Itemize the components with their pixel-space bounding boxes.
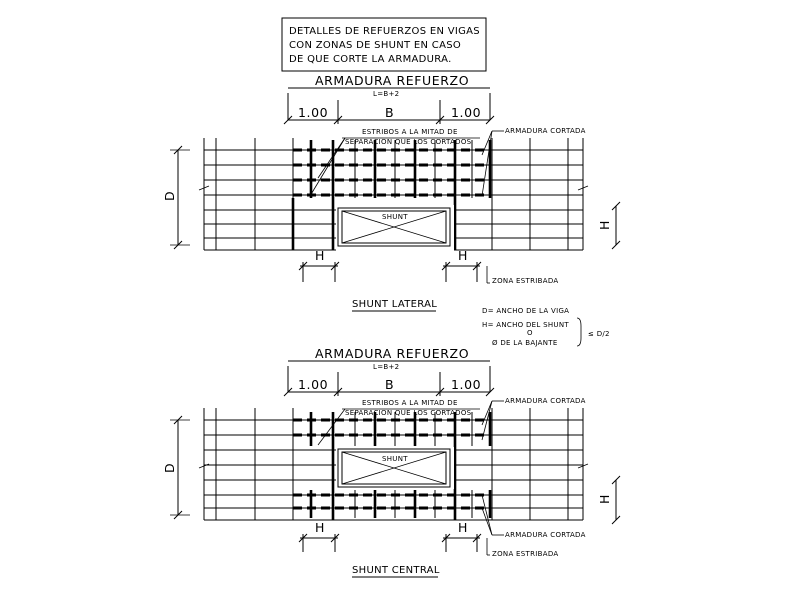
- beam-lateral: [198, 138, 589, 251]
- stirrup-zone-label-left: H: [315, 248, 325, 263]
- reinforcement-title: ARMADURA REFUERZO: [315, 73, 469, 88]
- stirrup-zone-note: ZONA ESTRIBADA: [492, 550, 558, 558]
- cut-leader-bottom: [481, 507, 493, 536]
- detail-title: SHUNT LATERAL: [352, 299, 437, 310]
- stirrup-zone-label-right: H: [458, 248, 468, 263]
- detail-title: SHUNT CENTRAL: [352, 565, 440, 576]
- stirrup-note-line-2: SEPARACION QUE LOS CORTADOS: [345, 138, 472, 146]
- right-length-label: 1.00: [451, 377, 481, 392]
- depth-label: D: [162, 191, 177, 201]
- legend-h-definition-2: Ø DE LA BAJANTE: [492, 339, 558, 347]
- length-formula: L=B+2: [373, 363, 399, 371]
- shunt-height-label: H: [597, 220, 612, 230]
- depth-dimension: [170, 145, 190, 250]
- note-line-3: DE QUE CORTE LA ARMADURA.: [289, 54, 452, 65]
- note-line-1: DETALLES DE REFUERZOS EN VIGAS: [289, 26, 480, 37]
- note-line-2: CON ZONAS DE SHUNT EN CASO: [289, 40, 461, 51]
- right-length-label: 1.00: [451, 105, 481, 120]
- cut-reinforcement-note-top: ARMADURA CORTADA: [505, 397, 586, 405]
- stirrup-zone-dimension-right: [441, 261, 482, 282]
- length-formula: L=B+2: [373, 90, 399, 98]
- detail-shunt-lateral: ARMADURA REFUERZO L=B+2 1.00 B 1.00 ESTR…: [162, 73, 621, 312]
- shunt-opening: [336, 205, 454, 251]
- legend-h-definition: H= ANCHO DEL SHUNT: [482, 321, 569, 329]
- middle-length-label: B: [385, 105, 394, 120]
- middle-length-label: B: [385, 377, 394, 392]
- cut-reinforcement-note-bottom: ARMADURA CORTADA: [505, 531, 586, 539]
- stirrup-note-line-1: ESTRIBOS A LA MITAD DE: [362, 399, 458, 407]
- legend-brace: [576, 317, 582, 347]
- stirrup-zone-label-right: H: [458, 520, 468, 535]
- note-frame: [281, 17, 487, 72]
- depth-dimension: [170, 415, 190, 520]
- stirrup-zone-dimension-left: [298, 261, 340, 282]
- shunt-label: SHUNT: [382, 213, 408, 221]
- note-box: DETALLES DE REFUERZOS EN VIGAS CON ZONAS…: [281, 17, 487, 72]
- detail-shunt-central: ARMADURA REFUERZO L=B+2 1.00 B 1.00 ESTR…: [162, 346, 621, 578]
- legend-or: O: [527, 329, 533, 337]
- cut-reinforcement-note: ARMADURA CORTADA: [505, 127, 586, 135]
- legend-d-definition: D= ANCHO DE LA VIGA: [482, 307, 569, 315]
- shunt-height-label: H: [597, 494, 612, 504]
- stirrup-note-line-1: ESTRIBOS A LA MITAD DE: [362, 128, 458, 136]
- stirrup-leader: [317, 408, 346, 446]
- reinforcement-title: ARMADURA REFUERZO: [315, 346, 469, 361]
- depth-label: D: [162, 463, 177, 473]
- stirrup-zone-label-left: H: [315, 520, 325, 535]
- left-length-label: 1.00: [298, 105, 328, 120]
- stirrup-zone-note: ZONA ESTRIBADA: [492, 277, 558, 285]
- shunt-height-dimension: [611, 475, 621, 525]
- left-length-label: 1.00: [298, 377, 328, 392]
- stirrup-note-line-2: SEPARACION QUE LOS CORTADOS: [345, 409, 472, 417]
- legend-ratio: ≤ D/2: [588, 330, 610, 338]
- length-dimension: [283, 93, 495, 125]
- shunt-height-dimension: [611, 201, 621, 250]
- length-dimension: [283, 366, 495, 397]
- beam-central: [198, 408, 589, 521]
- shunt-label: SHUNT: [382, 455, 408, 463]
- stirrup-zone-dimension-right: [441, 533, 482, 552]
- stirrup-leader: [317, 137, 346, 179]
- legend: D= ANCHO DE LA VIGA H= ANCHO DEL SHUNT O…: [482, 307, 610, 347]
- stirrup-zone-dimension-left: [298, 533, 340, 552]
- shunt-opening: [336, 447, 454, 489]
